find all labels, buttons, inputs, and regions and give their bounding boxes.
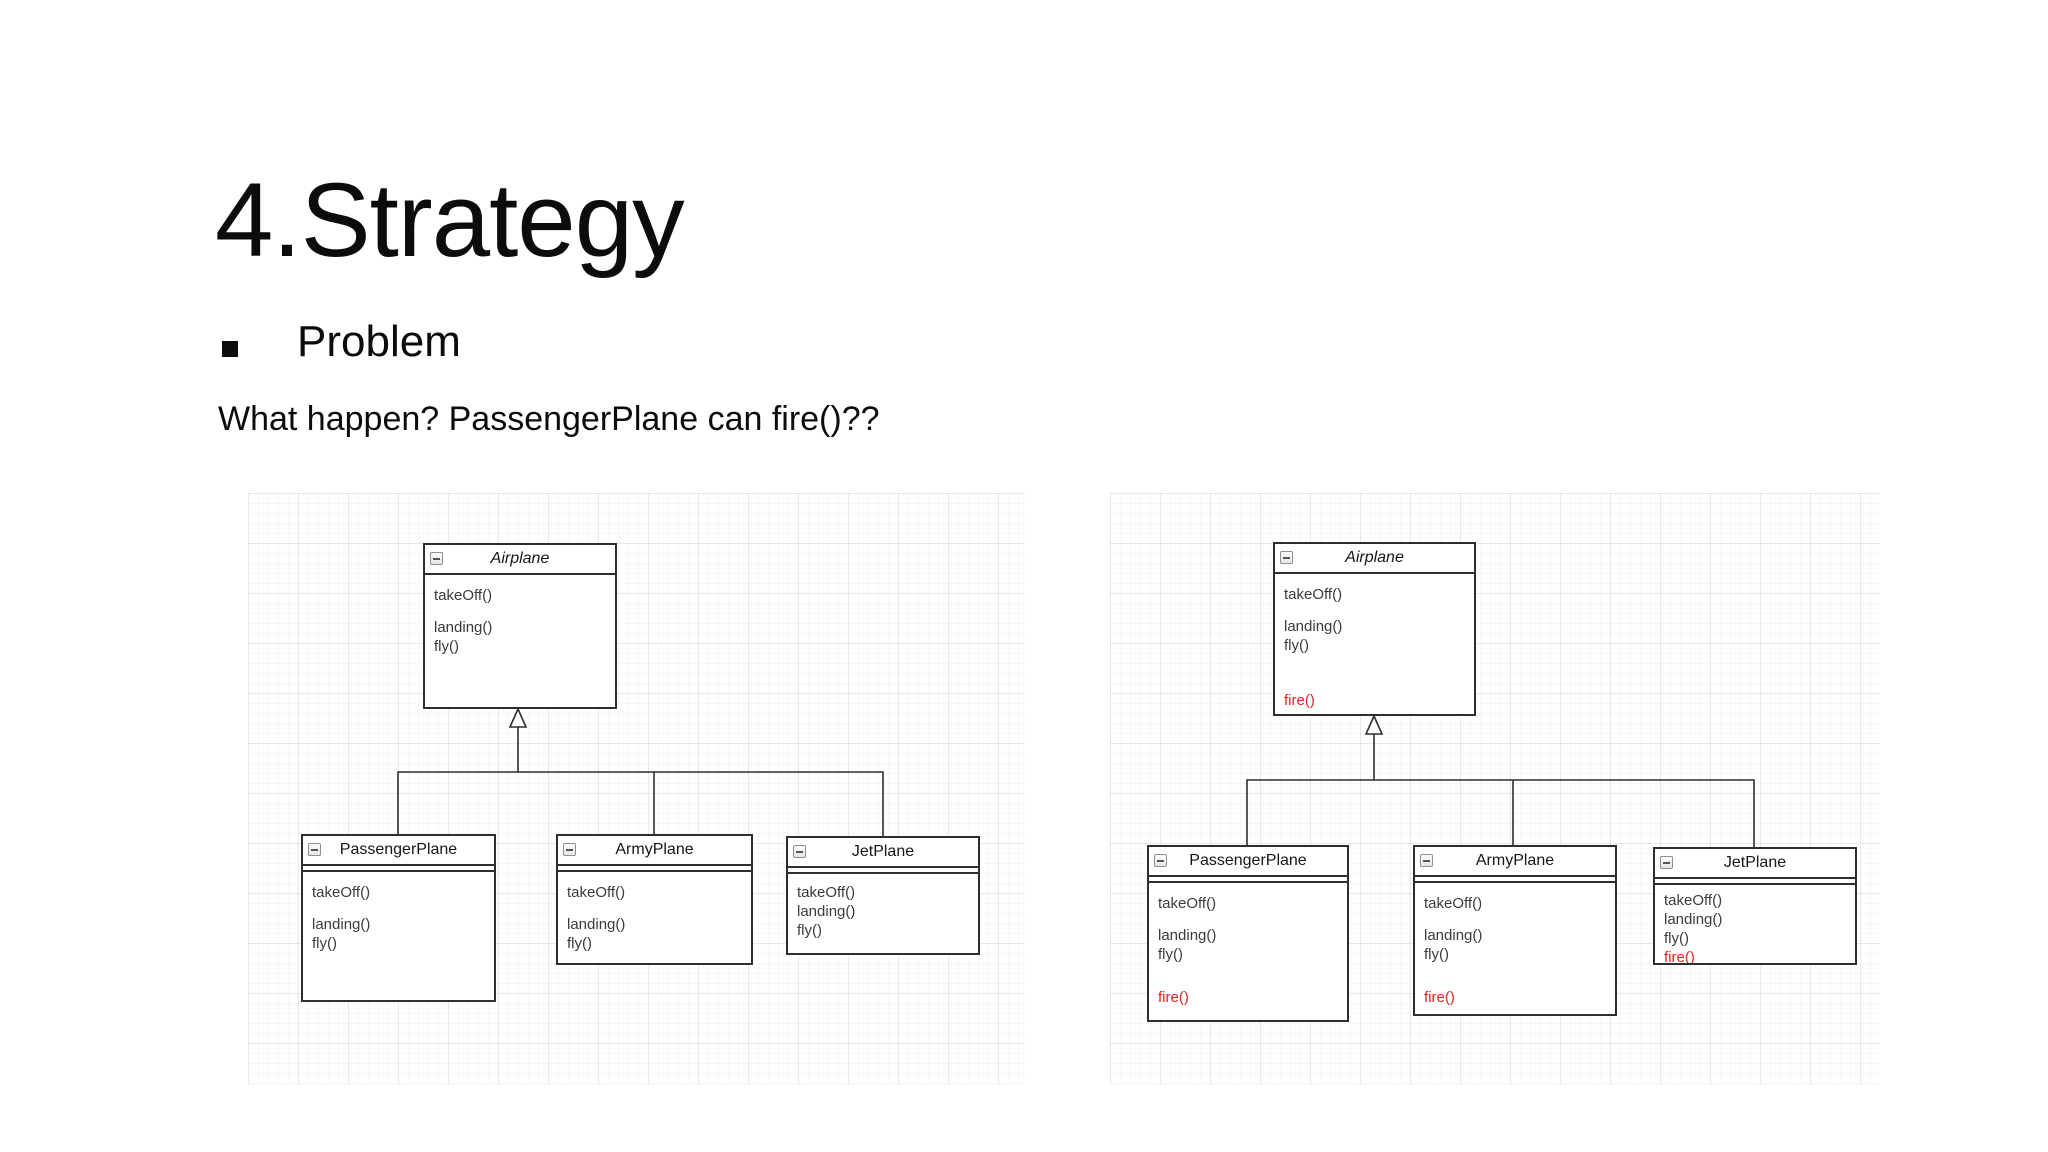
class-box-armyplane: ArmyPlane takeOff() landing() fly() [556,834,753,965]
attribute-separator [303,866,494,872]
uml-canvas-left: Airplane takeOff() landing() fly() Passe… [248,493,1025,1085]
method-label: takeOff() [1424,895,1483,912]
collapse-minus-icon [1283,557,1290,559]
method-label: takeOff() [1664,892,1723,909]
class-box-armyplane: ArmyPlane takeOff() landing() fly() fire… [1413,845,1617,1016]
method-label-fire: fire() [1664,949,1695,965]
class-title: Airplane [1345,549,1404,566]
method-label: takeOff() [567,884,626,901]
method-label: fly() [434,638,459,655]
class-box-passengerplane: PassengerPlane takeOff() landing() fly() [301,834,496,1002]
collapse-icon [1420,854,1433,867]
method-label: fly() [567,935,592,952]
collapse-icon [1280,551,1293,564]
class-box-airplane: Airplane takeOff() landing() fly() [423,543,617,709]
attribute-separator [788,868,978,874]
method-label-fire: fire() [1284,692,1315,709]
method-label-fire: fire() [1158,989,1189,1006]
uml-canvas-right: Airplane takeOff() landing() fly() fire(… [1110,493,1880,1085]
method-label: landing() [1158,927,1217,944]
class-box-jetplane: JetPlane takeOff() landing() fly() fire(… [1653,847,1857,965]
attribute-separator [1149,877,1347,883]
method-label: fly() [797,922,822,939]
method-label: fly() [1284,637,1309,654]
collapse-minus-icon [566,849,573,851]
method-label: takeOff() [797,884,856,901]
collapse-minus-icon [1663,862,1670,864]
collapse-minus-icon [1157,860,1164,862]
collapse-icon [430,552,443,565]
method-label: landing() [434,619,493,636]
method-label: landing() [797,903,856,920]
attribute-separator [558,866,751,872]
bullet-label: Problem [297,317,461,366]
collapse-icon [308,843,321,856]
class-title: JetPlane [1723,854,1787,871]
collapse-minus-icon [796,851,803,853]
class-title: PassengerPlane [339,841,458,858]
method-label: landing() [1664,911,1723,928]
method-label: takeOff() [1284,586,1343,603]
collapse-icon [1660,856,1673,869]
collapse-minus-icon [311,849,318,851]
method-label: takeOff() [312,884,371,901]
method-label: fly() [312,935,337,952]
method-label: fly() [1424,946,1449,963]
method-label: fly() [1158,946,1183,963]
method-label: landing() [567,916,626,933]
method-label: landing() [1424,927,1483,944]
body-text: What happen? PassengerPlane can fire()?? [218,400,880,438]
collapse-minus-icon [1423,860,1430,862]
class-box-passengerplane: PassengerPlane takeOff() landing() fly()… [1147,845,1349,1022]
collapse-icon [563,843,576,856]
class-box-airplane: Airplane takeOff() landing() fly() fire(… [1273,542,1476,716]
method-label: fly() [1664,930,1689,947]
method-label: takeOff() [1158,895,1217,912]
method-label: landing() [1284,618,1343,635]
collapse-icon [793,845,806,858]
method-label: takeOff() [434,587,493,604]
class-title: ArmyPlane [615,841,694,858]
bullet-square-icon [222,341,238,357]
class-title: Airplane [490,550,550,567]
page-title: 4.Strategy [215,162,685,279]
attribute-separator [1655,879,1855,885]
collapse-minus-icon [433,558,440,560]
class-box-jetplane: JetPlane takeOff() landing() fly() [786,836,980,955]
class-title: PassengerPlane [1189,852,1307,869]
class-title: JetPlane [851,843,915,860]
method-label: landing() [312,916,371,933]
class-title: ArmyPlane [1475,852,1555,869]
method-label-fire: fire() [1424,989,1455,1006]
collapse-icon [1154,854,1167,867]
attribute-separator [1415,877,1615,883]
